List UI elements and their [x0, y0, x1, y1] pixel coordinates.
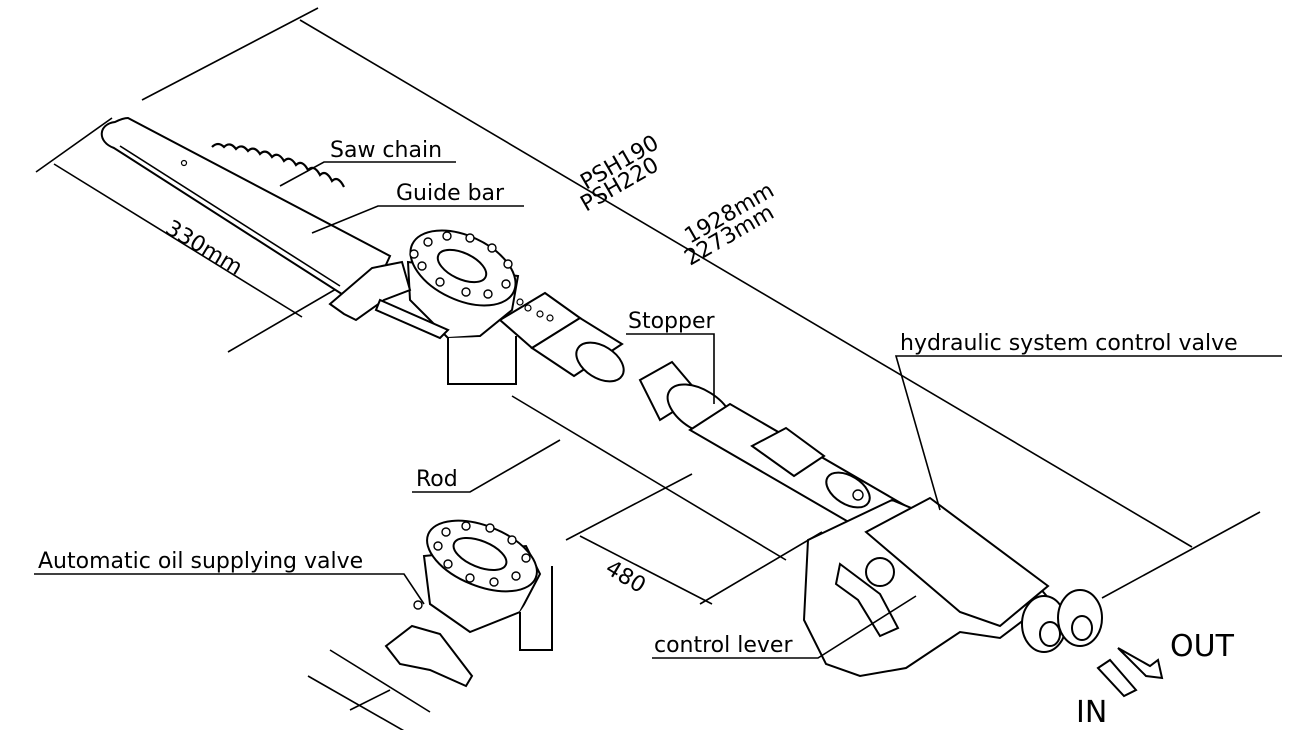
dim-480 — [565, 473, 823, 605]
overall-length-dimension — [141, 7, 1261, 599]
label-control-lever: control lever — [654, 633, 793, 658]
leader-lines — [34, 161, 1282, 659]
label-guide-bar: Guide bar — [396, 181, 505, 206]
detail-saw-head — [307, 519, 553, 730]
label-hydraulic-valve: hydraulic system control valve — [900, 331, 1238, 356]
label-480: 480 — [601, 556, 650, 599]
bar-length-dimension — [35, 117, 349, 353]
label-rod: Rod — [416, 467, 458, 492]
saw-head — [328, 229, 520, 385]
label-in: IN — [1076, 695, 1107, 730]
label-out: OUT — [1170, 629, 1235, 664]
label-saw-chain: Saw chain — [330, 138, 442, 163]
hose-fittings — [1096, 647, 1164, 698]
control-valve-body — [802, 496, 1103, 678]
saw-chain — [211, 142, 345, 188]
label-stopper: Stopper — [628, 309, 716, 334]
label-auto-oil-valve: Automatic oil supplying valve — [38, 549, 363, 574]
